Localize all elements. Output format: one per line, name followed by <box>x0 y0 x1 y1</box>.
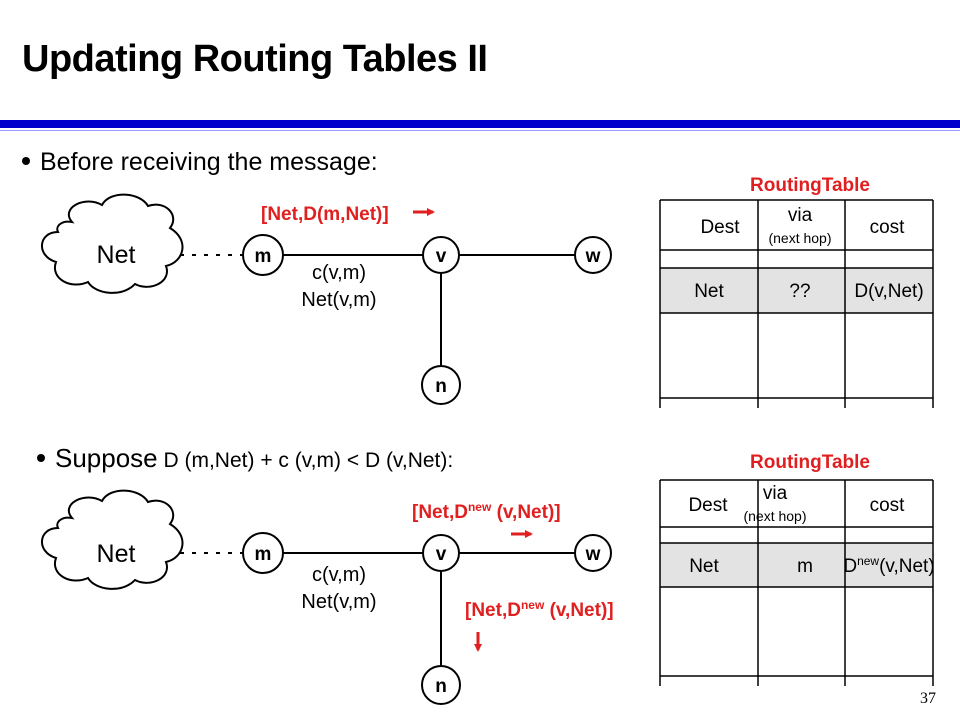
bullet-suppose: Suppose D (m,Net) + c (v,m) < D (v,Net): <box>37 443 453 474</box>
node-m-label: m <box>255 246 272 267</box>
edge-net-label: Net(v,m) <box>301 591 376 613</box>
node-v <box>422 534 460 572</box>
node-w-label: w <box>585 246 601 267</box>
routing-table-bottom: RoutingTable Dest via (next hop) cost Ne… <box>659 452 935 686</box>
header-via: via <box>788 205 813 226</box>
table-title: RoutingTable <box>750 175 870 196</box>
net-cloud-label: Net <box>97 241 136 269</box>
cell-via: m <box>797 556 813 577</box>
node-m-label: m <box>255 544 272 565</box>
slide-title: Updating Routing Tables II <box>22 38 488 80</box>
bullet-dot <box>37 454 45 463</box>
node-v-label: v <box>436 544 447 565</box>
bullet-before-message: Before receiving the message: <box>22 148 378 177</box>
node-m <box>242 234 284 276</box>
message-suffix: (v,Net)] <box>491 502 560 523</box>
title-accent-bar <box>0 120 960 128</box>
header-cost: cost <box>870 217 906 238</box>
node-n-label: n <box>435 676 447 697</box>
message-sup: new <box>468 500 492 514</box>
node-n-label: n <box>435 376 447 397</box>
header-cost: cost <box>870 495 906 516</box>
table-row-shade <box>660 543 932 587</box>
message-to-n: [Net,Dnew (v,Net)] <box>465 598 614 621</box>
header-dest: Dest <box>700 217 740 238</box>
header-via-sub: (next hop) <box>768 230 831 246</box>
message-to-w: [Net,Dnew (v,Net)] <box>412 500 561 523</box>
cell-cost: Dnew(v,Net) <box>843 554 934 577</box>
message-prefix: [Net,D <box>465 600 521 621</box>
message-to-v: [Net,D(m,Net)] <box>261 204 389 225</box>
message-suffix: (v,Net)] <box>544 600 613 621</box>
bottom-network-diagram: Net m v w n c(v,m) Net(v,m) [Net,Dnew (v… <box>41 489 614 705</box>
bullet-lead: Suppose <box>55 443 158 473</box>
table-title: RoutingTable <box>750 452 870 473</box>
net-cloud-shape <box>41 193 184 294</box>
header-via: via <box>763 483 788 504</box>
bullet-condition: D (m,Net) + c (v,m) < D (v,Net): <box>157 449 454 472</box>
cell-dest: Net <box>689 556 719 577</box>
node-w-label: w <box>585 544 601 565</box>
node-m <box>242 532 284 574</box>
cell-cost: D(v,Net) <box>854 281 923 302</box>
node-w <box>574 534 612 572</box>
net-cloud-shape <box>41 489 184 590</box>
page-number: 37 <box>920 690 936 707</box>
cost-sup: new <box>857 554 879 568</box>
cost-prefix: D <box>843 556 857 577</box>
header-dest: Dest <box>688 495 728 516</box>
bullet-text: Before receiving the message: <box>40 148 378 176</box>
top-network-diagram: Net m v w n c(v,m) Net(v,m) [Net,D(m,Net… <box>41 193 612 405</box>
bullet-dot <box>22 157 30 166</box>
net-cloud-label: Net <box>97 540 136 568</box>
routing-table-top: RoutingTable Dest via (next hop) cost Ne… <box>659 175 934 408</box>
cell-dest: Net <box>694 281 724 302</box>
message-prefix: [Net,D <box>412 502 468 523</box>
node-w <box>574 236 612 274</box>
message-sup: new <box>521 598 545 612</box>
table-row-shade <box>660 268 932 313</box>
node-v-label: v <box>436 246 447 267</box>
cell-via: ?? <box>789 281 810 302</box>
node-v <box>422 236 460 274</box>
edge-cost-label: c(v,m) <box>312 262 366 284</box>
edge-net-label: Net(v,m) <box>301 289 376 311</box>
cost-suffix: (v,Net) <box>879 556 935 577</box>
title-accent-line <box>0 130 960 131</box>
node-n <box>421 365 461 405</box>
edge-cost-label: c(v,m) <box>312 564 366 586</box>
header-via-sub: (next hop) <box>743 508 806 524</box>
node-n <box>421 665 461 705</box>
